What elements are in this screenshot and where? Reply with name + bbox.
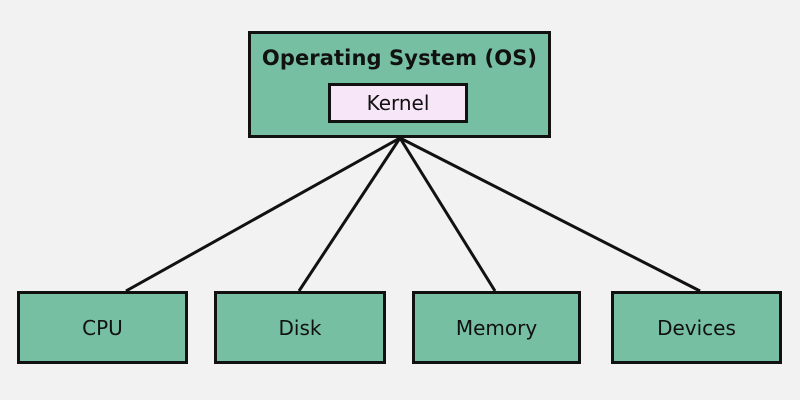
node-kernel[interactable]: Kernel	[328, 83, 468, 123]
node-devices-label: Devices	[657, 315, 736, 340]
node-devices[interactable]: Devices	[611, 291, 782, 364]
node-cpu-label: CPU	[82, 315, 123, 340]
node-kernel-label: Kernel	[366, 91, 430, 115]
connector-line-cpu	[125, 136, 401, 293]
connector-line-memory	[398, 137, 497, 292]
node-disk[interactable]: Disk	[214, 291, 386, 364]
node-operating-system-title: Operating System (OS)	[261, 46, 538, 70]
connector-lines	[125, 136, 701, 293]
connector-line-devices	[399, 136, 701, 293]
node-cpu[interactable]: CPU	[17, 291, 188, 364]
connector-line-disk	[297, 137, 402, 292]
node-operating-system[interactable]: Operating System (OS) Kernel	[248, 31, 551, 138]
node-memory-label: Memory	[455, 315, 538, 340]
node-memory[interactable]: Memory	[412, 291, 581, 364]
node-disk-label: Disk	[278, 315, 322, 340]
